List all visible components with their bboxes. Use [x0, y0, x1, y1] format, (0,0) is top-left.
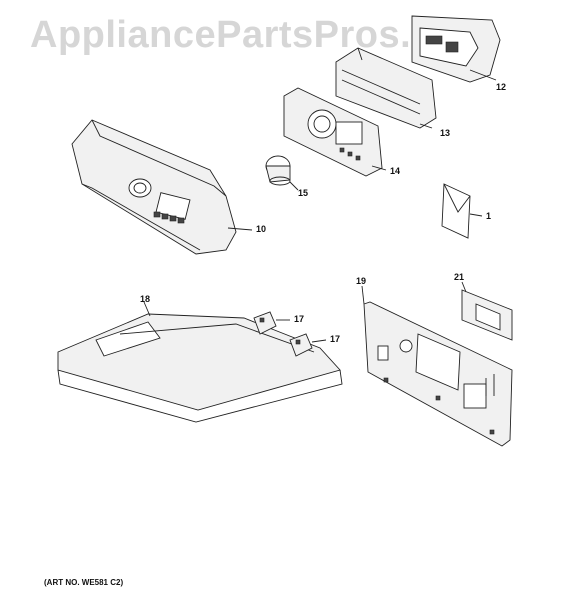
part-12-bracket	[411, 15, 501, 83]
callout-17-bottom: 17	[330, 334, 341, 344]
part-18-top-cover	[57, 301, 343, 423]
art-number: (ART NO. WE581 C2)	[44, 578, 124, 587]
callout-15: 15	[298, 188, 309, 198]
callout-13: 13	[440, 128, 451, 138]
part-13-control-board	[335, 47, 437, 129]
part-10-backsplash	[71, 119, 253, 255]
part-21-cover-plate	[461, 281, 513, 341]
part-17-hinge-bottom	[289, 333, 327, 357]
callout-10: 10	[256, 224, 267, 234]
callout-18: 18	[140, 294, 151, 304]
part-19-rear-panel	[361, 285, 513, 447]
part-17-hinge-top	[253, 311, 290, 335]
callout-21: 21	[454, 272, 465, 282]
part-14-interface-board	[283, 87, 387, 177]
callout-17-top: 17	[294, 314, 305, 324]
part-15-knob	[265, 155, 299, 191]
part-1-literature	[441, 183, 483, 239]
callout-1: 1	[486, 211, 492, 221]
callout-12: 12	[496, 82, 507, 92]
callout-14: 14	[390, 166, 401, 176]
callout-19: 19	[356, 276, 367, 286]
